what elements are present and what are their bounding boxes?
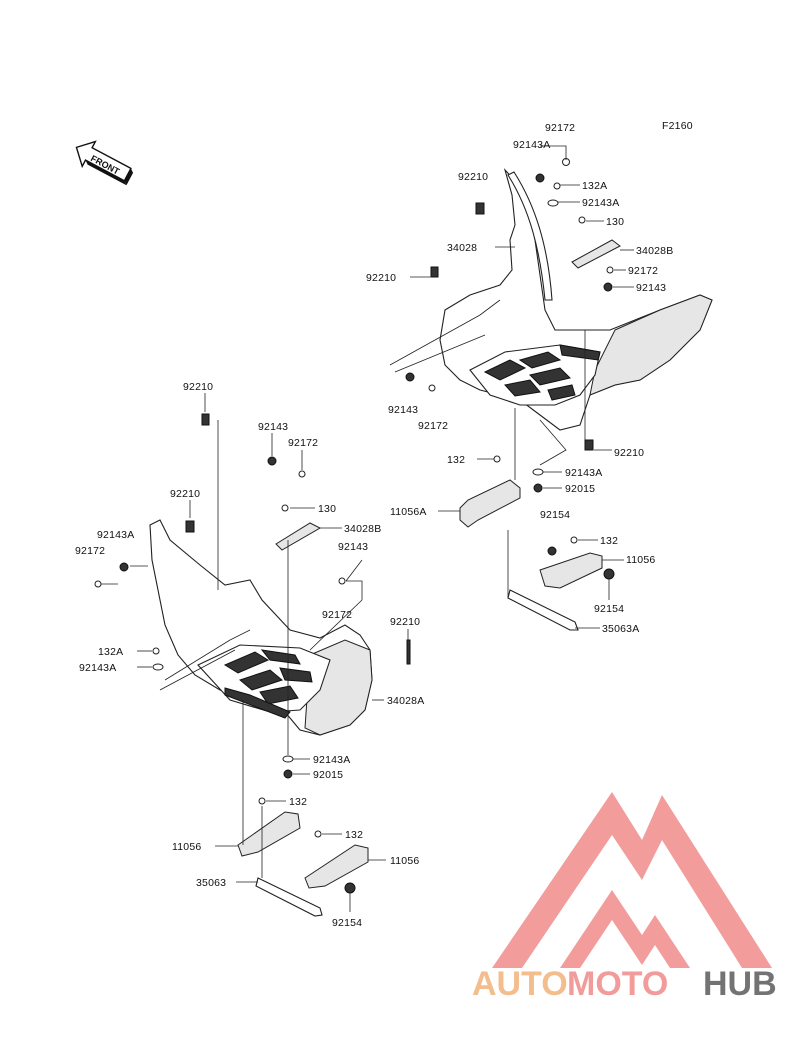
clip-92210-b bbox=[185, 520, 195, 533]
screw-132-right2 bbox=[570, 536, 578, 544]
label-92143-low: 92143 bbox=[388, 404, 418, 416]
bracket-11056-right bbox=[539, 552, 603, 589]
clip-92210-top bbox=[475, 202, 485, 215]
label-92154-left: 92154 bbox=[332, 917, 362, 929]
figure-code: F2160 bbox=[662, 120, 693, 132]
label-132-right2: 132 bbox=[600, 535, 618, 547]
screw-132-l2 bbox=[314, 830, 322, 838]
label-130-right: 130 bbox=[606, 216, 624, 228]
label-132-left: 132 bbox=[289, 796, 307, 808]
screw-132-l bbox=[258, 797, 266, 805]
label-34028b-right: 34028B bbox=[636, 245, 673, 257]
label-132a-top: 132A bbox=[582, 180, 607, 192]
label-132-left2: 132 bbox=[345, 829, 363, 841]
label-92210-b: 92210 bbox=[170, 488, 200, 500]
screw-132a-top bbox=[553, 182, 561, 190]
stay-35063a bbox=[507, 589, 579, 631]
label-92172-right: 92172 bbox=[628, 265, 658, 277]
label-92172-left: 92172 bbox=[75, 545, 105, 557]
label-92143a-left: 92143A bbox=[97, 529, 134, 541]
label-132a-left: 132A bbox=[98, 646, 123, 658]
bolt-130-right bbox=[578, 216, 586, 224]
label-11056-left2: 11056 bbox=[390, 855, 419, 867]
label-92172-a: 92172 bbox=[288, 437, 318, 449]
nut-92015-l bbox=[283, 769, 293, 779]
label-92015-left: 92015 bbox=[313, 769, 343, 781]
clip-92210-a bbox=[201, 413, 210, 426]
washer-92143-a bbox=[267, 456, 277, 466]
bolt-130-left bbox=[281, 504, 289, 512]
washer-92143a-l bbox=[119, 562, 129, 572]
label-92172-left2: 92172 bbox=[322, 609, 352, 621]
label-11056-left: 11056 bbox=[172, 841, 201, 853]
label-92143a-left2: 92143A bbox=[79, 662, 116, 674]
watermark-logo: AUTO MOTO HUB bbox=[472, 792, 777, 1003]
bolt-92172-low bbox=[428, 384, 436, 392]
label-92143a-right3: 92143A bbox=[565, 467, 602, 479]
label-132-right: 132 bbox=[447, 454, 465, 466]
label-34028a: 34028A bbox=[387, 695, 424, 707]
label-92015-right: 92015 bbox=[565, 483, 595, 495]
clip-92210-bottom bbox=[584, 439, 594, 451]
bracket-11056a bbox=[459, 479, 521, 528]
washer-92143a-right3 bbox=[532, 468, 544, 476]
labels-left: 92210 92143 92172 92210 130 92143A 34028… bbox=[75, 381, 424, 929]
right-floor-treads bbox=[483, 344, 601, 401]
label-92143-right: 92143 bbox=[636, 282, 666, 294]
screw-132-right bbox=[493, 455, 501, 463]
bolt-92172-l2 bbox=[338, 577, 346, 585]
nut-92015-right bbox=[533, 483, 543, 493]
bracket-11056-l bbox=[237, 811, 301, 857]
right-footrest-assembly bbox=[389, 145, 713, 631]
pad-34028b-right bbox=[571, 239, 621, 269]
label-92210-a: 92210 bbox=[183, 381, 213, 393]
label-92143a-2: 92143A bbox=[582, 197, 619, 209]
label-92154-right: 92154 bbox=[540, 509, 570, 521]
label-35063: 35063 bbox=[196, 877, 226, 889]
screw-132a-l bbox=[152, 647, 160, 655]
label-11056a: 11056A bbox=[390, 506, 427, 518]
watermark-hub: HUB bbox=[703, 965, 777, 1003]
label-11056-right: 11056 bbox=[626, 554, 655, 566]
label-92143-left: 92143 bbox=[338, 541, 368, 553]
bolt-92172-l bbox=[94, 580, 102, 588]
left-floor-treads bbox=[223, 649, 313, 719]
watermark-auto: AUTO bbox=[472, 965, 568, 1003]
label-92154-right2: 92154 bbox=[594, 603, 624, 615]
label-92210-left3: 92210 bbox=[390, 616, 420, 628]
pad-34028b-left bbox=[275, 522, 322, 551]
label-92172-top: 92172 bbox=[545, 122, 575, 134]
label-34028b-left: 34028B bbox=[344, 523, 381, 535]
left-footrest-assembly bbox=[94, 393, 411, 917]
front-arrow-icon: FRONT bbox=[75, 140, 134, 186]
label-130-left: 130 bbox=[318, 503, 336, 515]
bolt-92154-right-a bbox=[547, 546, 557, 556]
label-92172-low: 92172 bbox=[418, 420, 448, 432]
label-92210-right: 92210 bbox=[366, 272, 396, 284]
washer-92143a-l2 bbox=[152, 663, 164, 671]
bolt-92154-l bbox=[344, 882, 356, 894]
washer-92143-right bbox=[603, 282, 613, 292]
label-92210-top: 92210 bbox=[458, 171, 488, 183]
washer-92143a-top bbox=[535, 173, 545, 183]
washer-92143a-2 bbox=[547, 199, 559, 207]
washer-92143a-l3 bbox=[282, 755, 294, 763]
pin-92210-l3 bbox=[406, 639, 411, 665]
label-92143-a: 92143 bbox=[258, 421, 288, 433]
bolt-92172-right bbox=[606, 266, 614, 274]
label-92143a-left3: 92143A bbox=[313, 754, 350, 766]
label-34028: 34028 bbox=[447, 242, 477, 254]
clip-92210-left bbox=[430, 266, 439, 278]
label-92210-low: 92210 bbox=[614, 447, 644, 459]
bolt-92172-a bbox=[298, 470, 306, 478]
stay-35063 bbox=[255, 877, 323, 917]
watermark-moto: MOTO bbox=[567, 965, 668, 1003]
bolt-92154-right-b bbox=[603, 568, 615, 580]
washer-92143-low bbox=[405, 372, 415, 382]
label-92143a-top: 92143A bbox=[513, 139, 550, 151]
labels-right: 92172 92143A 92210 132A 92143A 130 34028… bbox=[366, 122, 673, 635]
label-35063a: 35063A bbox=[602, 623, 639, 635]
bracket-11056-l2 bbox=[304, 844, 369, 889]
